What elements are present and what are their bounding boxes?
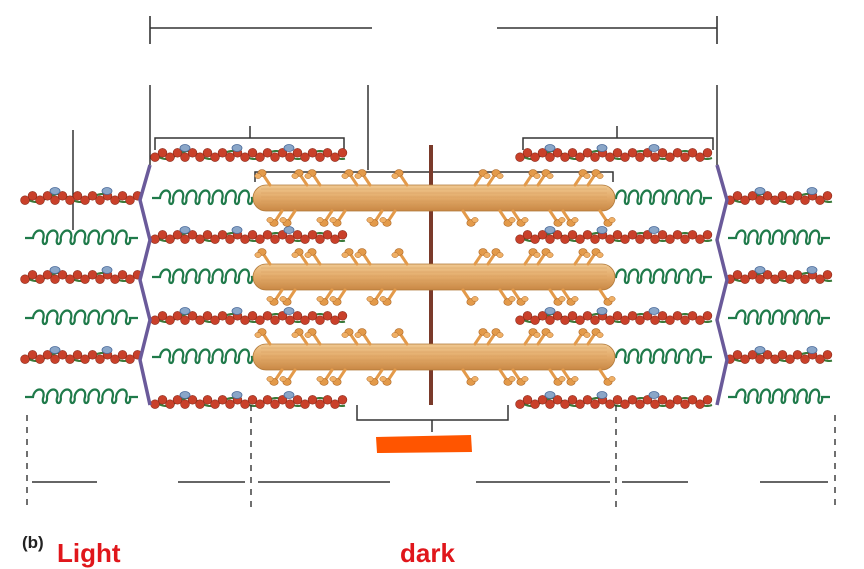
dark-band-label: dark — [400, 538, 455, 569]
z-disc-left — [140, 165, 150, 405]
panel-label: (b) — [22, 533, 44, 553]
light-band-label: Light — [57, 538, 121, 569]
leader-lines — [73, 85, 717, 432]
sarcomere-bracket — [150, 16, 717, 44]
z-disc-right — [717, 165, 727, 405]
highlight-marker — [376, 435, 472, 453]
thick-filaments — [253, 170, 615, 386]
